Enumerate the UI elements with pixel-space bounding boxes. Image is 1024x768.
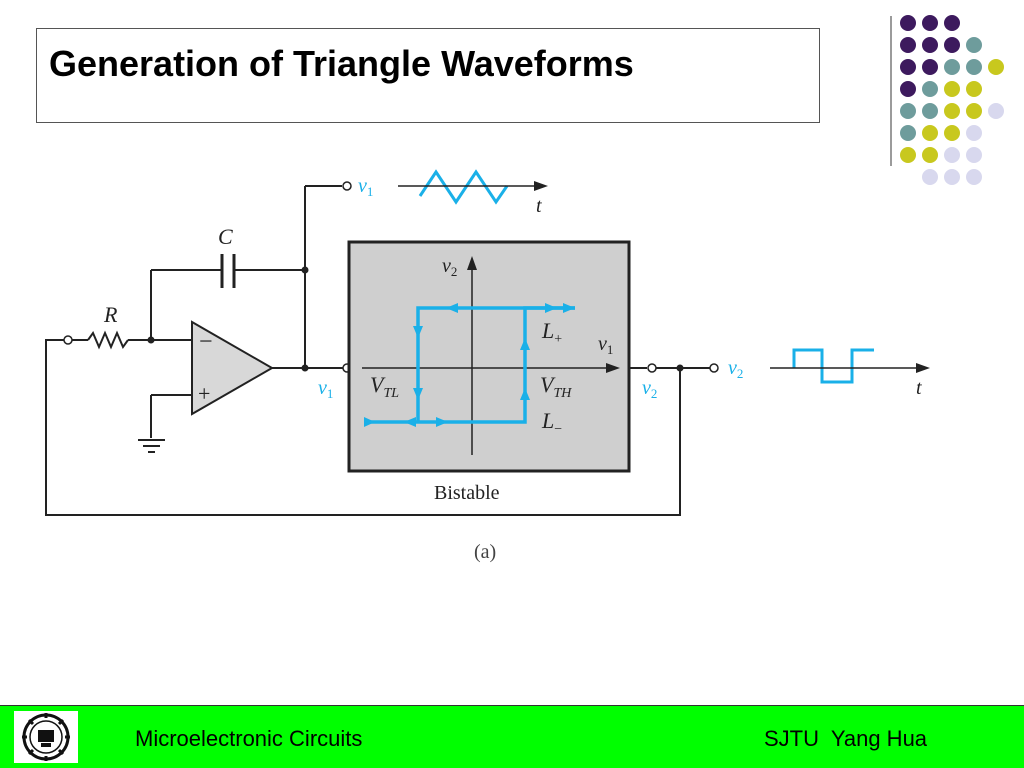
- v2-node-label: v2: [642, 377, 657, 401]
- opamp-plus-label: +: [198, 381, 210, 406]
- university-logo-icon: [14, 711, 78, 763]
- decorative-dot: [944, 37, 960, 53]
- decorative-dot: [922, 37, 938, 53]
- decorative-dot: [922, 125, 938, 141]
- footer-author: SJTU Yang Hua: [764, 726, 928, 751]
- opamp-minus-label: −: [199, 329, 213, 355]
- decorative-dot: [966, 103, 982, 119]
- slide-title: Generation of Triangle Waveforms: [49, 43, 634, 84]
- vtl-label: VTL: [370, 372, 399, 401]
- decorative-dot: [944, 125, 960, 141]
- decorative-dot: [966, 125, 982, 141]
- decorative-dot: [900, 125, 916, 141]
- figure-caption: (a): [474, 541, 496, 563]
- decorative-dot: [900, 147, 916, 163]
- decorative-dot: [922, 81, 938, 97]
- decorative-dot: [988, 59, 1004, 75]
- bistable-label: Bistable: [434, 482, 500, 504]
- decorative-dot: [900, 59, 916, 75]
- output-v1-label: v1: [358, 175, 373, 199]
- decorative-dot: [966, 37, 982, 53]
- decorative-dot: [966, 169, 982, 185]
- v1-node-label: v1: [318, 377, 333, 401]
- decorative-dot: [944, 103, 960, 119]
- bistable-block: [347, 240, 631, 473]
- decorative-dot: [922, 15, 938, 31]
- resistor-label: R: [103, 302, 118, 327]
- v2-axis-label: v2: [442, 255, 457, 279]
- triangle-waveform: [418, 169, 509, 205]
- feedback-wire: [45, 339, 681, 516]
- resistor: [87, 330, 129, 350]
- decorative-dot: [900, 15, 916, 31]
- title-box: Generation of Triangle Waveforms: [36, 28, 820, 123]
- decorative-dot: [966, 59, 982, 75]
- decorative-dot: [944, 59, 960, 75]
- op-amp: [191, 320, 275, 416]
- output-v2-label: v2: [728, 357, 743, 381]
- footer-course-title: Microelectronic Circuits: [135, 726, 363, 751]
- v1-axis-label: v1: [598, 333, 613, 357]
- decorative-dot: [944, 169, 960, 185]
- decorative-dot: [988, 103, 1004, 119]
- footer-bar: Microelectronic Circuits SJTU Yang Hua: [0, 705, 1024, 768]
- decorative-dot: [966, 81, 982, 97]
- decorative-dot: [944, 15, 960, 31]
- decorative-dot: [922, 147, 938, 163]
- vth-label: VTH: [540, 372, 572, 401]
- decorative-dot: [966, 147, 982, 163]
- time-label-right: t: [916, 377, 922, 399]
- decorative-dot: [922, 103, 938, 119]
- capacitor-label: C: [218, 224, 233, 249]
- square-waveform: [792, 348, 874, 384]
- decorative-dot-grid: [890, 15, 1004, 185]
- decorative-dot: [922, 169, 938, 185]
- time-label-top: t: [536, 195, 542, 217]
- l-plus-label: L+: [541, 318, 562, 347]
- decorative-dot: [944, 81, 960, 97]
- ground-icon: [138, 439, 165, 453]
- decorative-dot: [922, 59, 938, 75]
- decorative-dot: [944, 147, 960, 163]
- decorative-dot: [900, 103, 916, 119]
- l-minus-label: L−: [541, 408, 562, 437]
- circuit-diagram: C R − + v1 t v1 v2 v1 L+ L− VTL VTH Bist…: [45, 169, 930, 563]
- decorative-dot: [900, 37, 916, 53]
- decorative-dot: [900, 81, 916, 97]
